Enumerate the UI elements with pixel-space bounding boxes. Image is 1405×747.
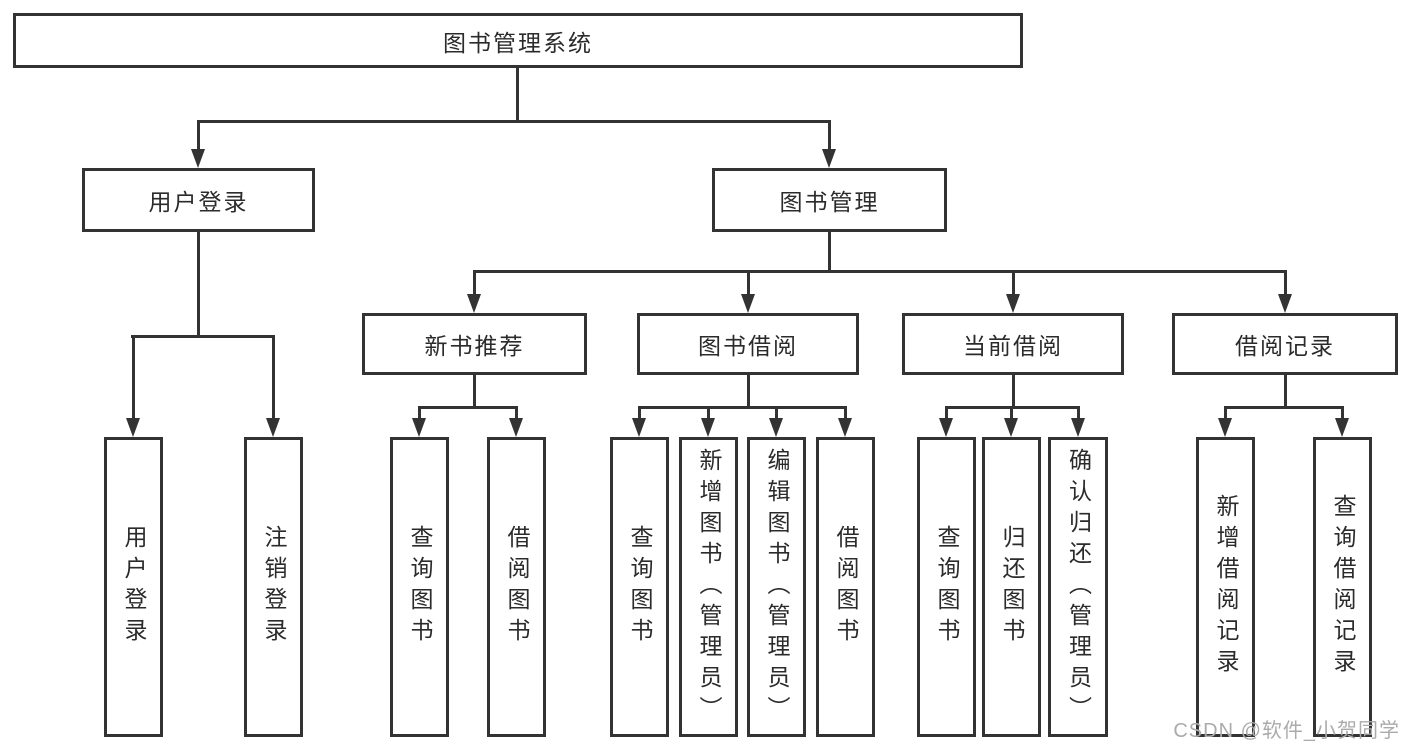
connector-rail [638,406,846,409]
connector-stem [828,232,831,270]
connector-shaft [1284,270,1287,298]
connector-stem [473,375,476,406]
arrow-down [1071,418,1085,437]
connector-rail [197,120,831,123]
arrow-down [769,418,783,437]
arrow-down [412,418,426,437]
arrow-down [701,418,715,437]
leaf-label: 借阅图书 [504,525,530,649]
watermark: CSDN @软件_小贺同学 [1173,720,1400,742]
leaf-label: 注销登录 [261,525,287,649]
connector-shaft [747,270,750,298]
leaf-confirm-return-admin: 确认归还（管理员） [1048,437,1108,737]
leaf-add-borrow-record: 新增借阅记录 [1196,437,1255,737]
leaf-label: 归还图书 [999,525,1025,649]
leaf-label: 借阅图书 [833,525,859,649]
node-label: 图书管理系统 [443,29,593,56]
connector-shaft [272,335,275,425]
arrow-down [939,418,953,437]
leaf-query-books-3: 查询图书 [917,437,976,737]
leaf-logout: 注销登录 [244,437,303,737]
arrow-down [191,149,205,168]
node-book-borrowing: 图书借阅 [637,313,859,375]
leaf-label: 用户登录 [121,525,147,649]
leaf-return-book: 归还图书 [982,437,1041,737]
node-label: 用户登录 [148,189,249,215]
leaf-add-book-admin: 新增图书（管理员） [679,437,738,737]
node-label: 新书推荐 [424,333,525,359]
leaf-label: 查询图书 [407,525,433,649]
leaf-label: 查询图书 [627,525,653,649]
arrow-down [1006,294,1020,313]
arrow-down [1335,418,1349,437]
arrow-down [1004,418,1018,437]
node-library-system: 图书管理系统 [13,13,1023,68]
node-user-login: 用户登录 [82,168,315,232]
connector-stem [1012,375,1015,406]
leaf-label: 编辑图书（管理员） [764,447,790,727]
connector-shaft [132,335,135,425]
node-current-borrowing: 当前借阅 [902,313,1124,375]
connector-stem [747,375,750,406]
connector-shaft [828,120,831,160]
connector-rail [131,335,275,338]
leaf-borrow-books-2: 借阅图书 [816,437,875,737]
leaf-query-borrow-record: 查询借阅记录 [1313,437,1372,737]
connector-rail [1224,406,1343,409]
arrow-down [1218,418,1232,437]
node-label: 当前借阅 [963,333,1063,359]
node-borrowing-records: 借阅记录 [1172,313,1398,375]
arrow-down [126,418,140,437]
arrow-down [838,418,852,437]
leaf-query-books-2: 查询图书 [610,437,669,737]
arrow-down [266,418,280,437]
connector-shaft [197,120,200,160]
node-new-book-recommend: 新书推荐 [362,313,587,375]
node-label: 图书管理 [779,189,880,215]
node-label: 图书借阅 [698,333,798,359]
leaf-label: 新增图书（管理员） [696,447,722,727]
connector-shaft [1012,270,1015,298]
connector-stem [1284,375,1287,406]
leaf-label: 确认归还（管理员） [1065,447,1092,727]
leaf-label: 查询图书 [934,525,960,649]
connector-shaft [473,270,476,298]
arrow-down [741,294,755,313]
node-book-management: 图书管理 [712,168,947,232]
arrow-down [632,418,646,437]
connector-rail [418,406,518,409]
connector-stem [197,232,200,335]
connector-rail [473,270,1287,273]
connector-stem [516,68,519,120]
leaf-query-books-1: 查询图书 [390,437,449,737]
leaf-label: 新增借阅记录 [1213,494,1239,680]
leaf-user-login: 用户登录 [104,437,163,737]
arrow-down [467,294,481,313]
leaf-borrow-books-1: 借阅图书 [487,437,546,737]
arrow-down [509,418,523,437]
node-label: 借阅记录 [1235,333,1335,359]
leaf-label: 查询借阅记录 [1330,494,1356,680]
arrow-down [822,149,836,168]
leaf-edit-book-admin: 编辑图书（管理员） [747,437,806,737]
arrow-down [1278,294,1292,313]
